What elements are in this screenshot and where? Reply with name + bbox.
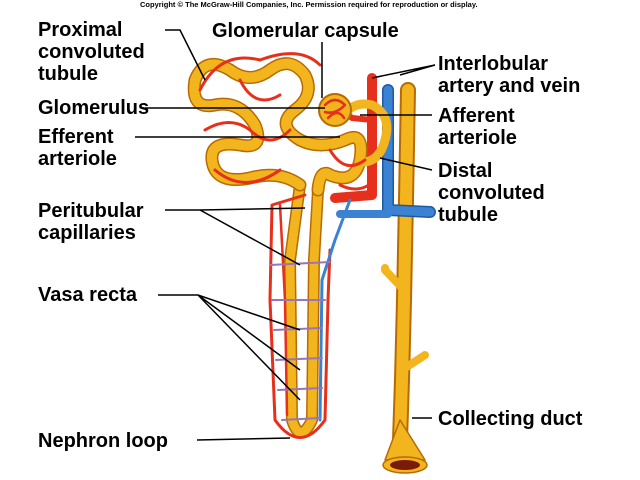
label-line: Afferent (438, 105, 515, 127)
label-peritubular-capillaries: Peritubular capillaries (38, 200, 144, 244)
label-glomerulus: Glomerulus (38, 97, 150, 119)
label-efferent-arteriole: Efferent arteriole (38, 126, 117, 170)
label-line: capillaries (38, 222, 136, 244)
copyright-notice: Copyright © The McGraw-Hill Companies, I… (140, 0, 478, 9)
label-afferent-arteriole: Afferent arteriole (438, 105, 517, 149)
label-distal-convoluted-tubule: Distal convoluted tubule (438, 160, 545, 226)
label-line: Distal (438, 160, 493, 182)
vasa-recta (268, 193, 352, 439)
label-line: arteriole (38, 148, 117, 170)
label-line: Interlobular (438, 53, 549, 75)
label-proximal-convoluted-tubule: Proximal convoluted tubule (38, 19, 145, 85)
label-line: tubule (38, 63, 98, 85)
label-line: artery and vein (438, 75, 581, 97)
label-glomerular-capsule: Glomerular capsule (212, 20, 399, 42)
label-line: Peritubular (38, 200, 144, 222)
glomerulus (318, 93, 352, 127)
nephron-loop (284, 179, 324, 439)
collecting-duct (381, 82, 429, 474)
peritubular-capillaries (198, 52, 377, 191)
label-nephron-loop: Nephron loop (38, 430, 168, 452)
label-line: convoluted (438, 182, 545, 204)
label-line: Proximal (38, 19, 123, 41)
leader-lines (135, 29, 436, 441)
label-interlobular-artery-vein: Interlobular artery and vein (438, 53, 580, 97)
label-line: convoluted (38, 41, 145, 63)
label-line: arteriole (438, 127, 517, 149)
label-line: tubule (438, 204, 498, 226)
label-line: Efferent (38, 126, 114, 148)
label-vasa-recta: Vasa recta (38, 284, 137, 306)
convoluted-tubules (187, 57, 392, 197)
label-collecting-duct: Collecting duct (438, 408, 583, 430)
